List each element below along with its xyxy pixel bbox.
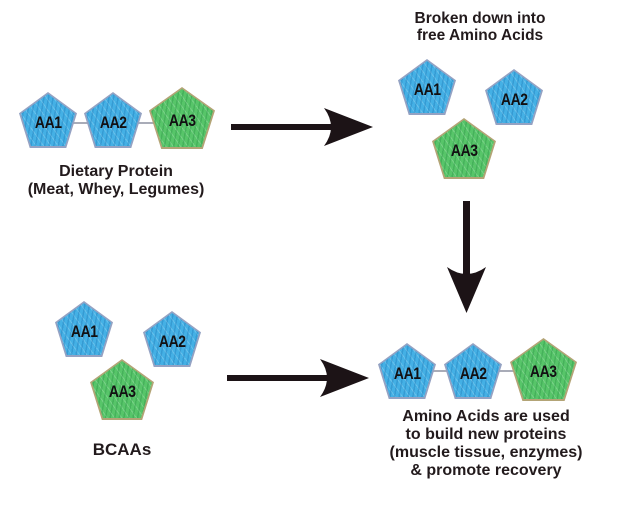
dietary-protein-label: Dietary Protein (Meat, Whey, Legumes) (5, 163, 227, 199)
amino-acid-pentagon: AA3 (432, 118, 496, 179)
amino-acid-pentagon: AA3 (90, 359, 154, 420)
amino-acid-pentagon: AA1 (398, 59, 456, 115)
amino-acid-label: AA2 (500, 89, 528, 109)
new-proteins-caption-line4: & promote recovery (410, 462, 562, 479)
amino-acid-label: AA1 (70, 321, 98, 341)
amino-acid-label: AA3 (530, 362, 557, 381)
amino-acid-label: AA1 (413, 79, 441, 99)
amino-acid-pentagon: AA2 (444, 343, 502, 399)
dietary-protein-label-line2: (Meat, Whey, Legumes) (27, 181, 205, 198)
amino-acid-label: AA3 (450, 141, 478, 160)
dietary-protein-label-line1: Dietary Protein (59, 163, 173, 180)
amino-acid-pentagon: AA1 (19, 92, 77, 148)
free-amino-acids-title: Broken down into free Amino Acids (378, 10, 582, 44)
arrow-right-icon (228, 105, 374, 149)
bcaas-label: BCAAs (92, 440, 152, 459)
pentagon-fill: AA3 (151, 89, 213, 147)
pentagon-fill: AA3 (92, 361, 152, 418)
amino-acid-pentagon: AA3 (149, 87, 215, 149)
pentagon-fill: AA2 (145, 313, 199, 365)
new-proteins-caption-line1: Amino Acids are used (402, 408, 570, 425)
pentagon-fill: AA2 (86, 94, 140, 146)
amino-acid-label: AA1 (34, 112, 62, 132)
pentagon-fill: AA1 (380, 345, 434, 397)
pentagon-fill: AA2 (446, 345, 500, 397)
amino-acid-pentagon: AA3 (510, 338, 577, 401)
amino-acid-pentagon: AA2 (485, 69, 543, 125)
free-amino-acids-title-line1: Broken down into (414, 10, 546, 27)
new-proteins-caption: Amino Acids are used to build new protei… (372, 408, 600, 480)
pentagon-fill: AA2 (487, 71, 541, 123)
new-proteins-caption-line3: (muscle tissue, enzymes) (389, 444, 583, 461)
new-proteins-caption-line2: to build new proteins (405, 426, 567, 443)
amino-acid-label: AA2 (158, 331, 186, 351)
amino-acid-label: AA3 (168, 110, 196, 130)
pentagon-fill: AA1 (21, 94, 75, 146)
pentagon-fill: AA1 (57, 303, 111, 355)
arrow-right-icon (224, 356, 370, 400)
pentagon-fill: AA3 (512, 340, 575, 399)
pentagon-fill: AA3 (434, 120, 494, 177)
amino-acid-label: AA1 (393, 363, 421, 383)
amino-acid-label: AA2 (99, 112, 127, 132)
free-amino-acids-title-line2: free Amino Acids (416, 27, 544, 44)
amino-acid-pentagon: AA1 (55, 301, 113, 357)
amino-acid-label: AA2 (459, 363, 487, 383)
pentagon-fill: AA1 (400, 61, 454, 113)
amino-acid-pentagon: AA2 (143, 311, 201, 367)
amino-acid-label: AA3 (108, 382, 136, 401)
amino-acid-pentagon: AA2 (84, 92, 142, 148)
amino-acid-pentagon: AA1 (378, 343, 436, 399)
arrow-down-icon (444, 201, 489, 313)
